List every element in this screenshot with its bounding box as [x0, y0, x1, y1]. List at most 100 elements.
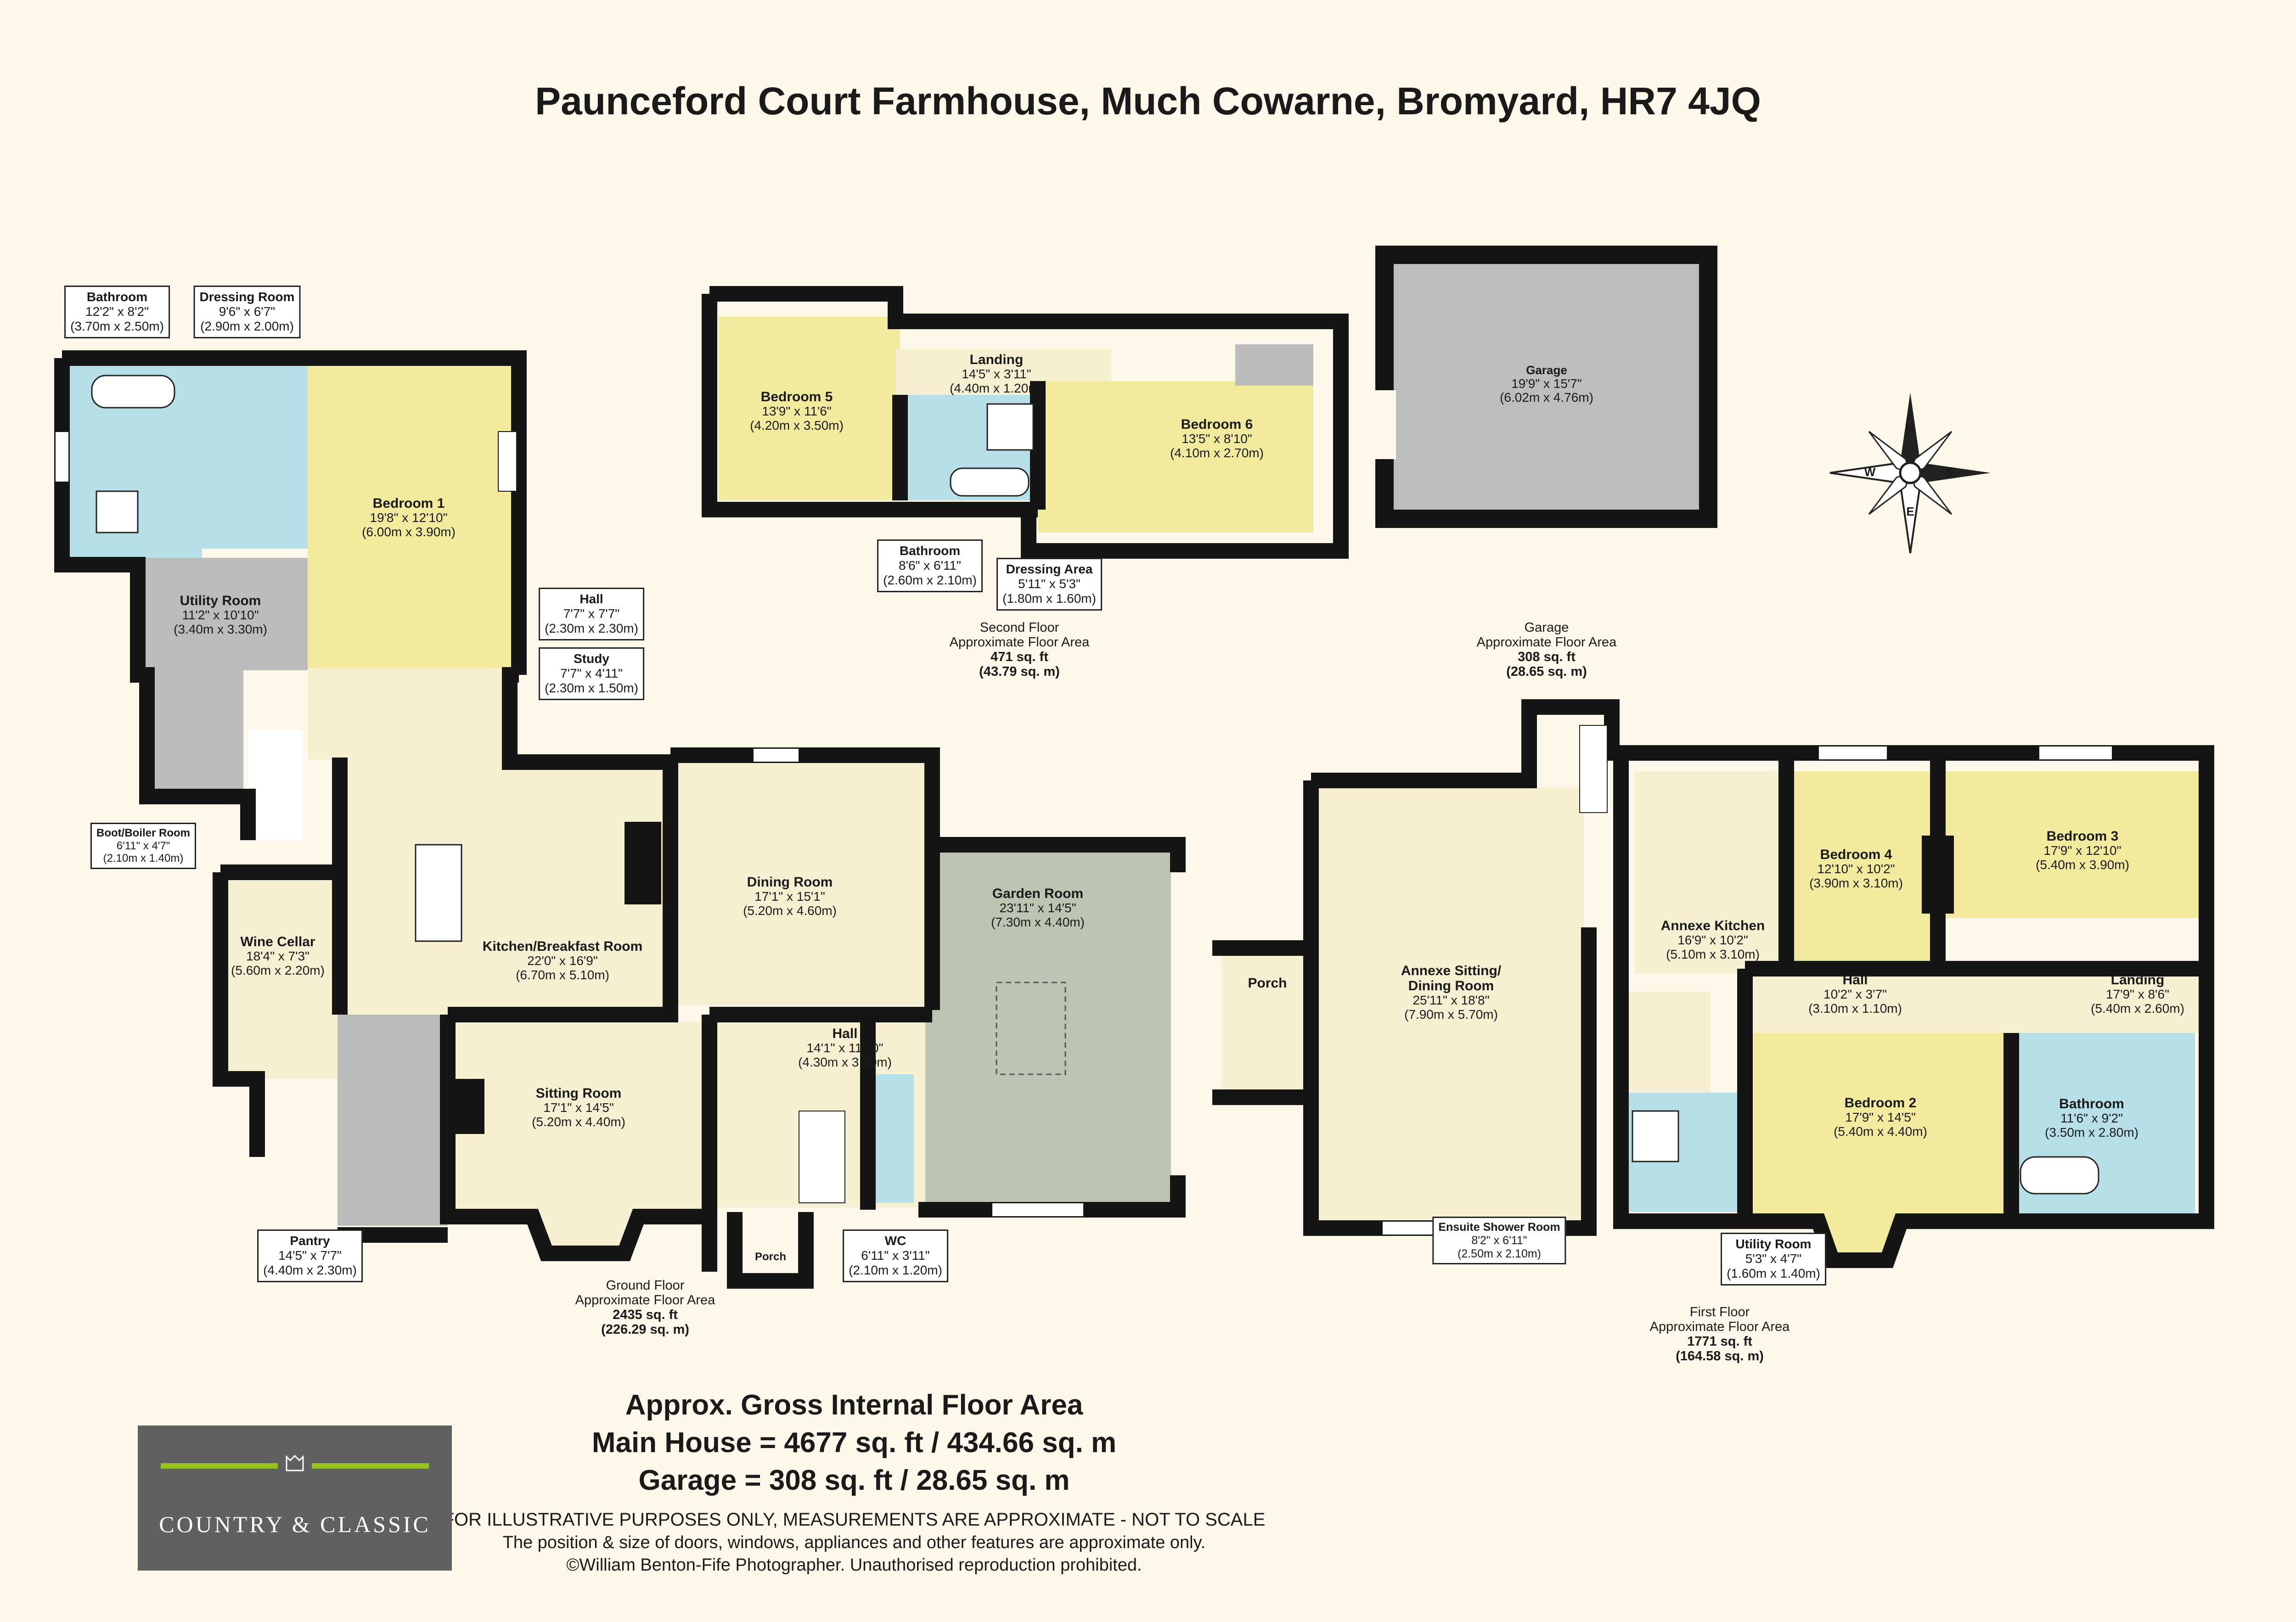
bathtub-fixture: [91, 375, 175, 409]
garage-fill: [1384, 255, 1708, 519]
garage-walls: [1375, 246, 1717, 528]
logo-text: COUNTRY & CLASSIC: [159, 1511, 431, 1537]
stairs-fixture: [799, 1111, 845, 1203]
compass-south: S: [1945, 465, 1953, 479]
window: [55, 431, 69, 483]
garden-room-fill: [925, 845, 1171, 1203]
disclaimer-line-1: FOR ILLUSTRATIVE PURPOSES ONLY, MEASUREM…: [443, 1510, 1266, 1530]
compass-rose: [1829, 393, 1991, 554]
room-label-porch: Porch: [754, 1251, 787, 1263]
range-fixture: [625, 822, 661, 904]
disclaimer-line-2: The position & size of doors, windows, a…: [502, 1533, 1206, 1552]
window: [991, 1202, 1084, 1217]
kitchen-island-fixture: [415, 844, 462, 942]
window: [753, 748, 799, 763]
bedroom6-fill: [1038, 381, 1313, 533]
ground-walls: [54, 350, 1186, 1289]
annexe-sitting-fill: [1318, 787, 1584, 1221]
annexe-porch-fill: [1221, 955, 1318, 1093]
garage-plan: [1373, 246, 1717, 528]
fireplace-fixture: [452, 1079, 484, 1134]
stairs-fill: [248, 730, 303, 840]
agency-logo: COUNTRY & CLASSIC: [138, 1426, 452, 1571]
garage-side-door: [1373, 390, 1396, 459]
utility-room-fill: [133, 558, 308, 790]
bedroom5-fill: [719, 317, 900, 500]
bathtub-fixture: [950, 467, 1030, 497]
second-floor-plan: [702, 286, 1349, 559]
first-floor-plan: [1212, 699, 2214, 1268]
bedroom2-fill: [1750, 1033, 2011, 1253]
kitchen-fill: [340, 758, 670, 1015]
window: [2038, 746, 2113, 760]
ground-floor-plan: [54, 350, 1186, 1289]
sitting-room-fill: [448, 1021, 709, 1249]
logo-emblem-icon: [286, 1454, 304, 1471]
annexe-kitchen-fill: [1635, 771, 1786, 973]
room-label-annexe-porch: Porch: [1248, 976, 1287, 991]
shower-tray-fixture: [1632, 1110, 1679, 1162]
pantry-fill: [338, 1015, 448, 1226]
summary-heading: Approx. Gross Internal Floor Area: [625, 1389, 1083, 1421]
second-walls: [702, 286, 1349, 559]
logo-accent-bar-left: [161, 1463, 278, 1469]
hall-landing-fill: [1745, 969, 2200, 1033]
bedroom4-fill: [1786, 771, 1938, 969]
summary-main-house: Main House = 4677 sq. ft / 434.66 sq. m: [591, 1426, 1117, 1459]
stairs-fixture: [1579, 725, 1608, 813]
dressing-room-fill: [202, 365, 308, 549]
shower-tray-fixture: [986, 403, 1034, 451]
hall-study-fill: [308, 668, 510, 760]
dining-fill: [670, 762, 932, 1005]
compass-west: W: [1864, 465, 1876, 479]
wardrobe-fixture: [1922, 836, 1954, 914]
disclaimer-line-3: ©William Benton-Fife Photographer. Unaut…: [566, 1555, 1142, 1575]
summary-garage: Garage = 308 sq. ft / 28.65 sq. m: [638, 1464, 1070, 1496]
window: [1818, 746, 1888, 760]
shower-tray-fixture: [96, 490, 139, 533]
bedroom1-fill: [308, 365, 512, 668]
compass-north: N: [1906, 421, 1915, 435]
utility-f-fill: [1628, 992, 1711, 1093]
logo-accent-bar-right: [312, 1463, 429, 1469]
window: [498, 431, 517, 492]
page-title: Paunceford Court Farmhouse, Much Cowarne…: [535, 79, 1761, 123]
gross-area-summary: Approx. Gross Internal Floor Area Main H…: [0, 1386, 1708, 1499]
storage-fill: [1235, 344, 1313, 386]
wine-cellar-fill: [220, 872, 338, 1079]
